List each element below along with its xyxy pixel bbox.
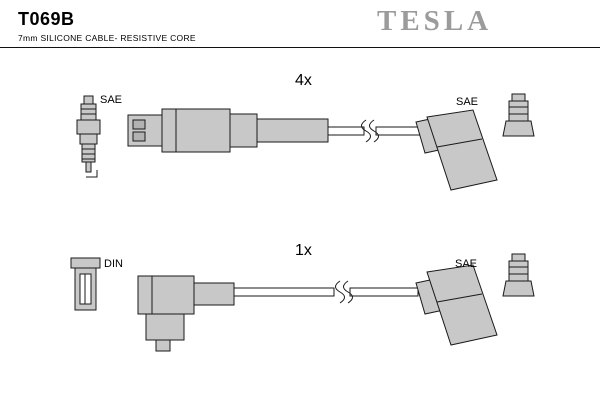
connector-label-row2-right: SAE — [455, 258, 478, 270]
sae-terminal-icon-row2 — [502, 253, 535, 297]
connector-label-row1-left: SAE — [100, 94, 123, 106]
cable-assembly-1x — [137, 264, 498, 352]
tesla-logo: TESLA — [377, 5, 493, 37]
connector-label-row2-left: DIN — [104, 258, 123, 270]
cable-assembly-4x — [127, 108, 498, 191]
quantity-label-1x: 1x — [295, 242, 312, 259]
din-connector-icon — [70, 257, 101, 311]
connector-label-row1-right: SAE — [456, 96, 479, 108]
sae-terminal-icon-row1 — [502, 93, 535, 137]
page-header: T069B 7mm SILICONE CABLE- RESISTIVE CORE… — [0, 0, 600, 48]
quantity-label-4x: 4x — [295, 72, 312, 89]
spark-plug-icon — [76, 95, 101, 178]
part-number: T069B — [18, 9, 75, 29]
part-description: 7mm SILICONE CABLE- RESISTIVE CORE — [18, 33, 196, 43]
